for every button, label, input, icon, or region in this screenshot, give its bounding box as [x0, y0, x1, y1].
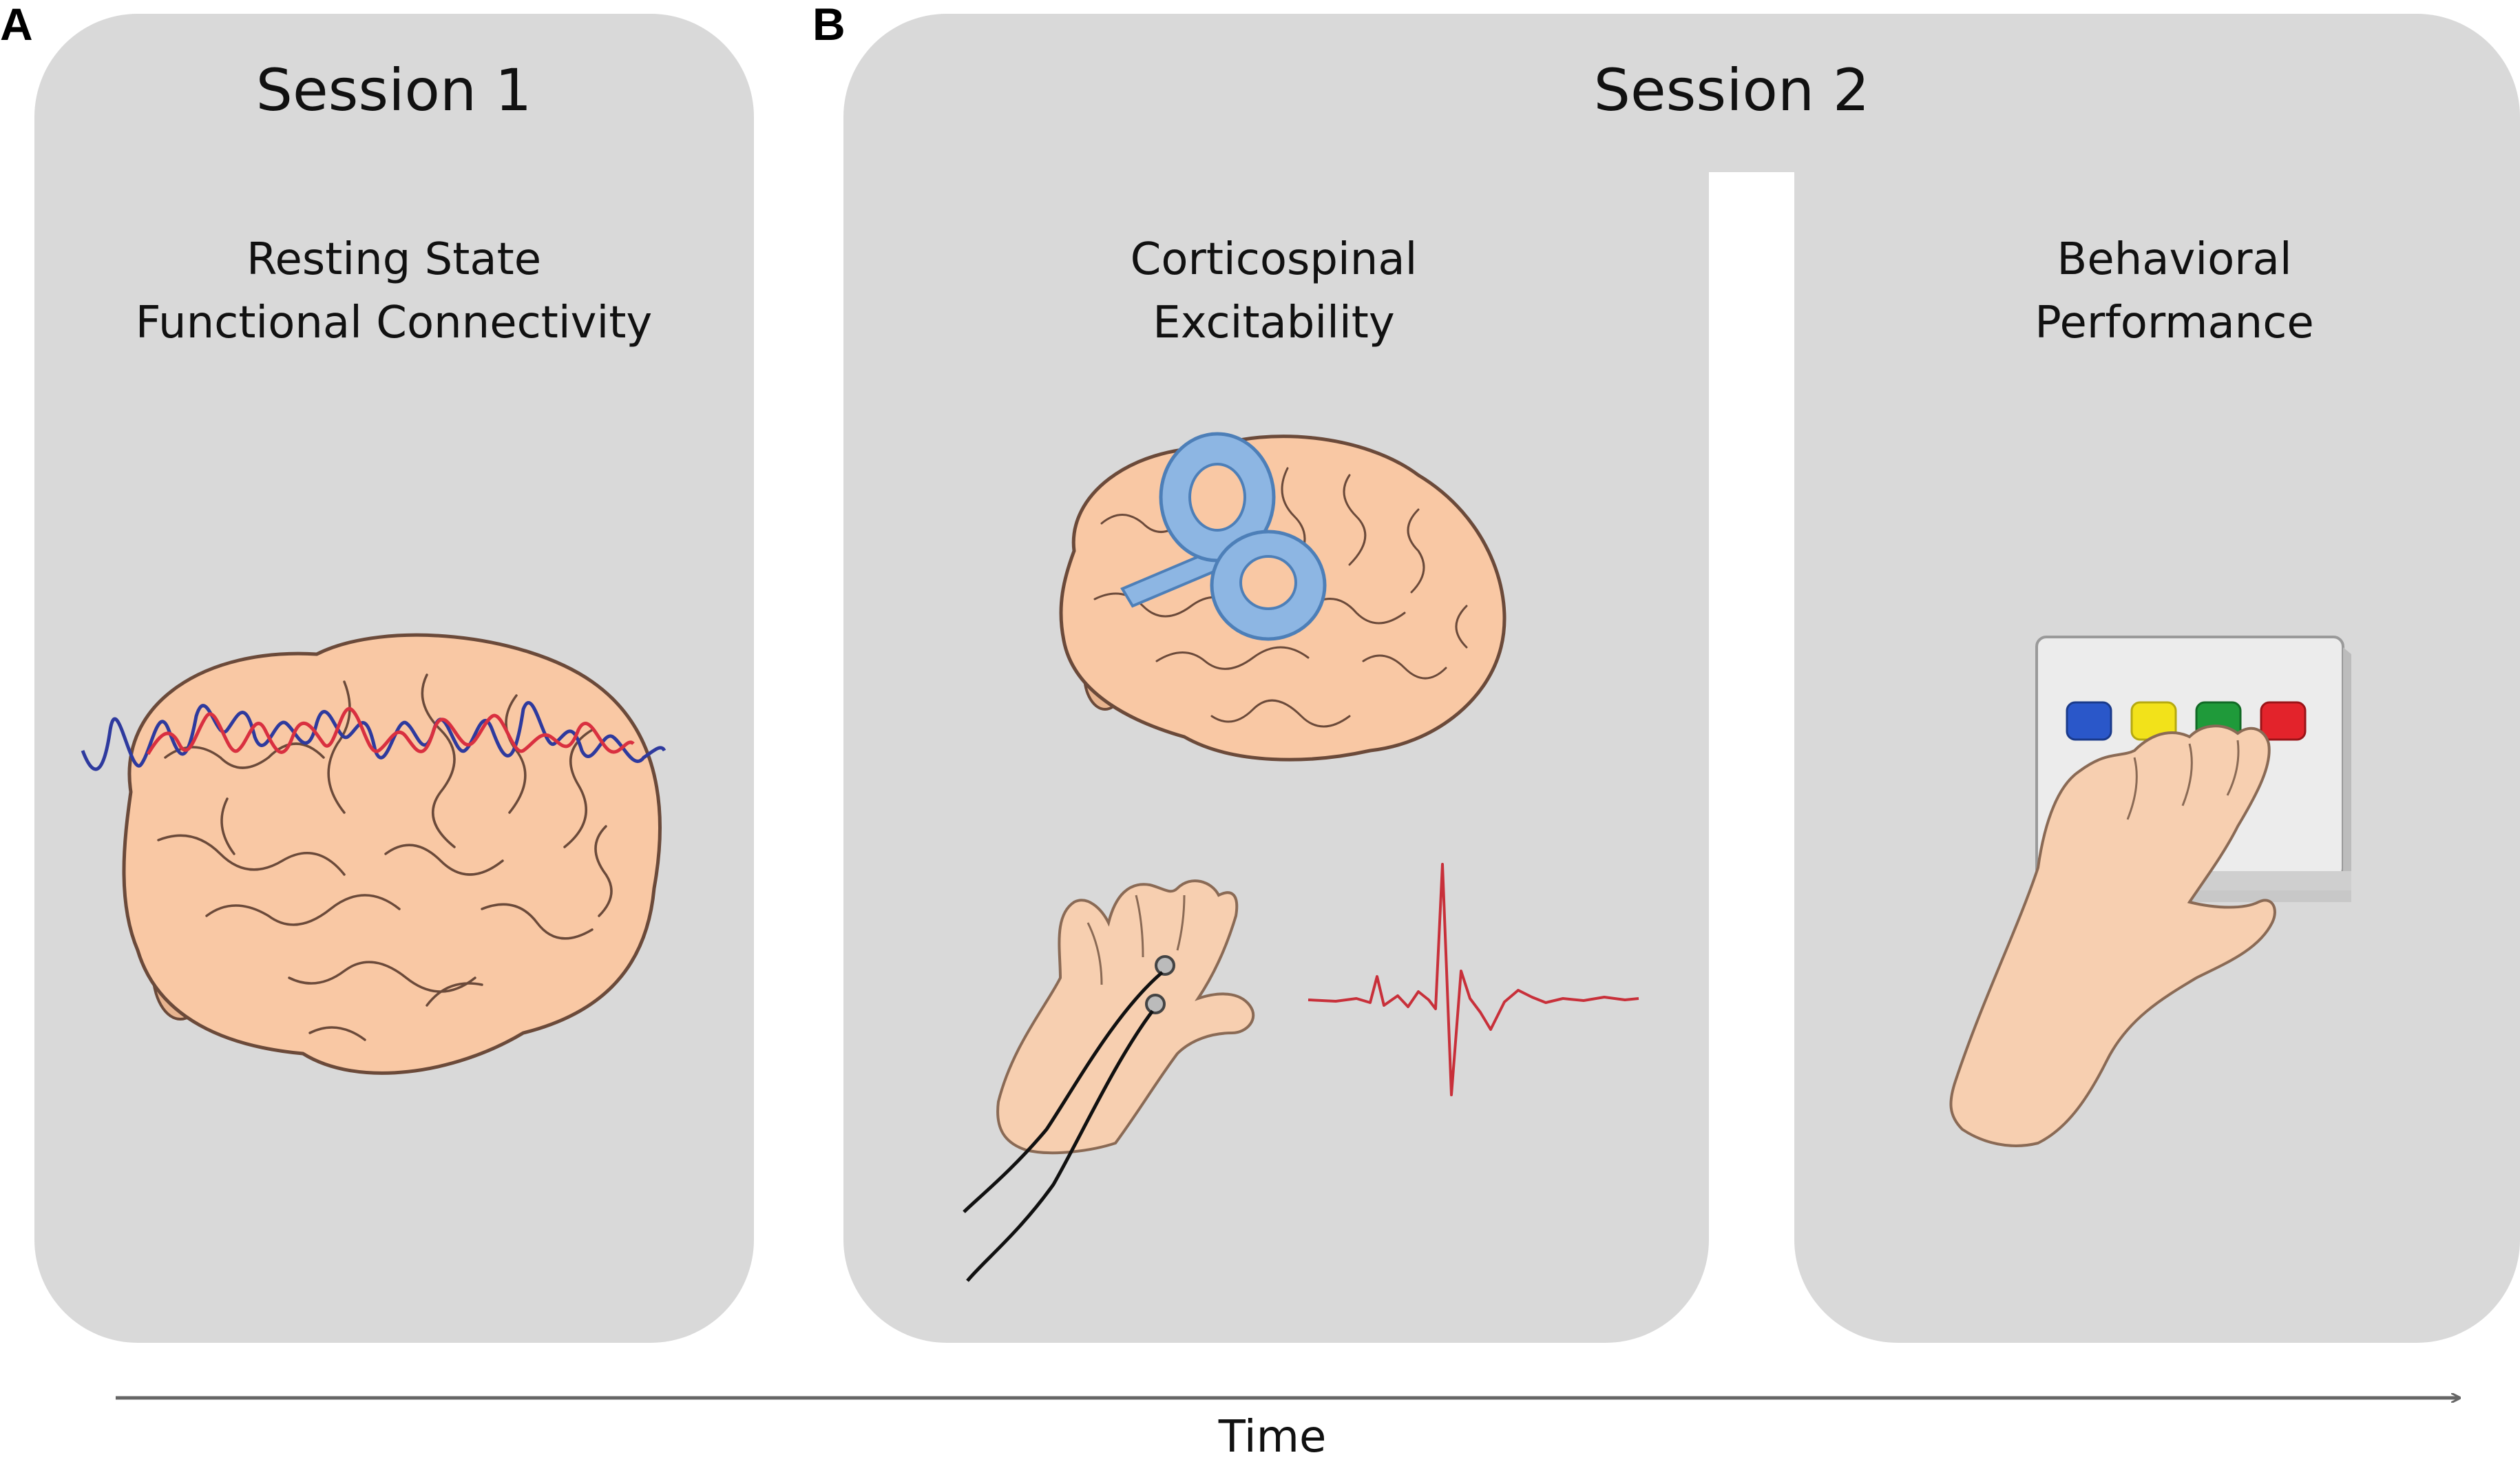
emg-hand-illustration — [963, 879, 1255, 1282]
blue-response-button — [2066, 701, 2112, 741]
session-2-divider — [1709, 172, 1794, 1377]
session-1-title: Session 1 — [256, 56, 532, 124]
panel-letter-b: B — [812, 0, 846, 50]
red-response-button — [2260, 701, 2307, 741]
brain-illustration-1 — [81, 633, 666, 1075]
functional-connectivity-label: Functional Connectivity — [136, 297, 653, 348]
brain-illustration-2 — [1059, 432, 1506, 762]
panel-letter-a: A — [0, 0, 33, 50]
tms-coil-icon — [1120, 432, 1327, 641]
mep-trace-icon — [1308, 863, 1639, 1096]
excitability-label: Excitability — [1153, 297, 1394, 348]
response-box-illustration — [1949, 636, 2351, 1147]
session-2-title: Session 2 — [1594, 56, 1870, 124]
resting-state-label: Resting State — [246, 234, 541, 285]
divider-corner-right — [1794, 1240, 1898, 1343]
divider-corner-left — [1606, 1240, 1709, 1343]
performance-label: Performance — [2035, 297, 2314, 348]
time-label: Time — [1218, 1412, 1327, 1463]
behavioral-label: Behavioral — [2057, 234, 2291, 285]
corticospinal-label: Corticospinal — [1131, 234, 1418, 285]
